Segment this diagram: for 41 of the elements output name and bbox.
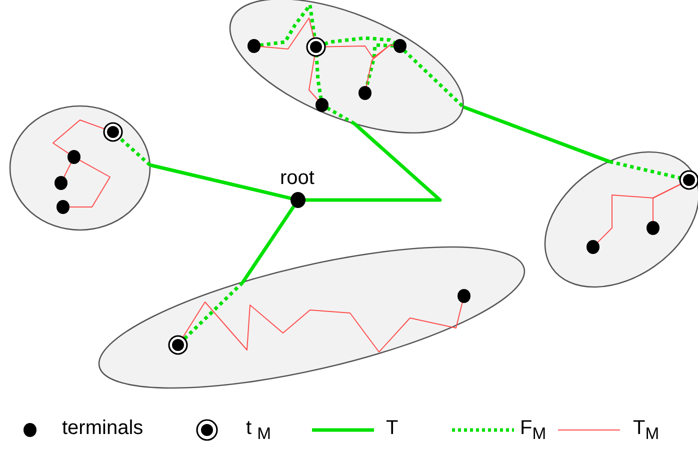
legend-label: T$_{M}$ [633,418,660,443]
path-edge [260,18,314,50]
dotted-edge [324,36,396,46]
path-edge [652,184,682,222]
terminal-dot [646,220,660,235]
path-edge [63,162,72,178]
legend-label: T [386,418,398,438]
node-label: root [280,168,314,188]
tree-edge [150,163,292,200]
terminal-dot [586,240,600,254]
dotted-edge [402,49,465,108]
terminal-dot [54,176,68,190]
root-dot [290,192,306,208]
terminal-dot [392,39,407,53]
tree-edge [305,122,442,202]
dotted-edge [260,3,316,47]
terminal-dot [456,288,471,303]
path-edge [68,159,110,208]
terminal-dot [358,86,372,100]
region-ellipse [8,104,152,232]
tree-edge [462,105,610,164]
dotted-edge [314,56,323,100]
path-edge [182,301,463,352]
path-edge [52,120,105,154]
dotted-edge [326,106,356,126]
legend-label: F$_{M}$ [520,418,546,443]
legend-label: t $_{M}$ [246,418,271,443]
path-edge [308,55,319,101]
terminal-dot [67,150,81,164]
dotted-edge [118,136,152,166]
legend-label: terminals [62,418,144,438]
target-terminal-dot [168,334,188,355]
region-ellipse [97,245,527,390]
dotted-edge [609,160,681,180]
dotted-edge [183,281,244,340]
target-terminal-dot [103,122,123,142]
terminal-dot [246,39,261,53]
terminal-dot [56,200,70,214]
terminal-dot [314,98,329,112]
tree-edge [241,204,296,284]
target-terminal-dot [306,37,326,57]
